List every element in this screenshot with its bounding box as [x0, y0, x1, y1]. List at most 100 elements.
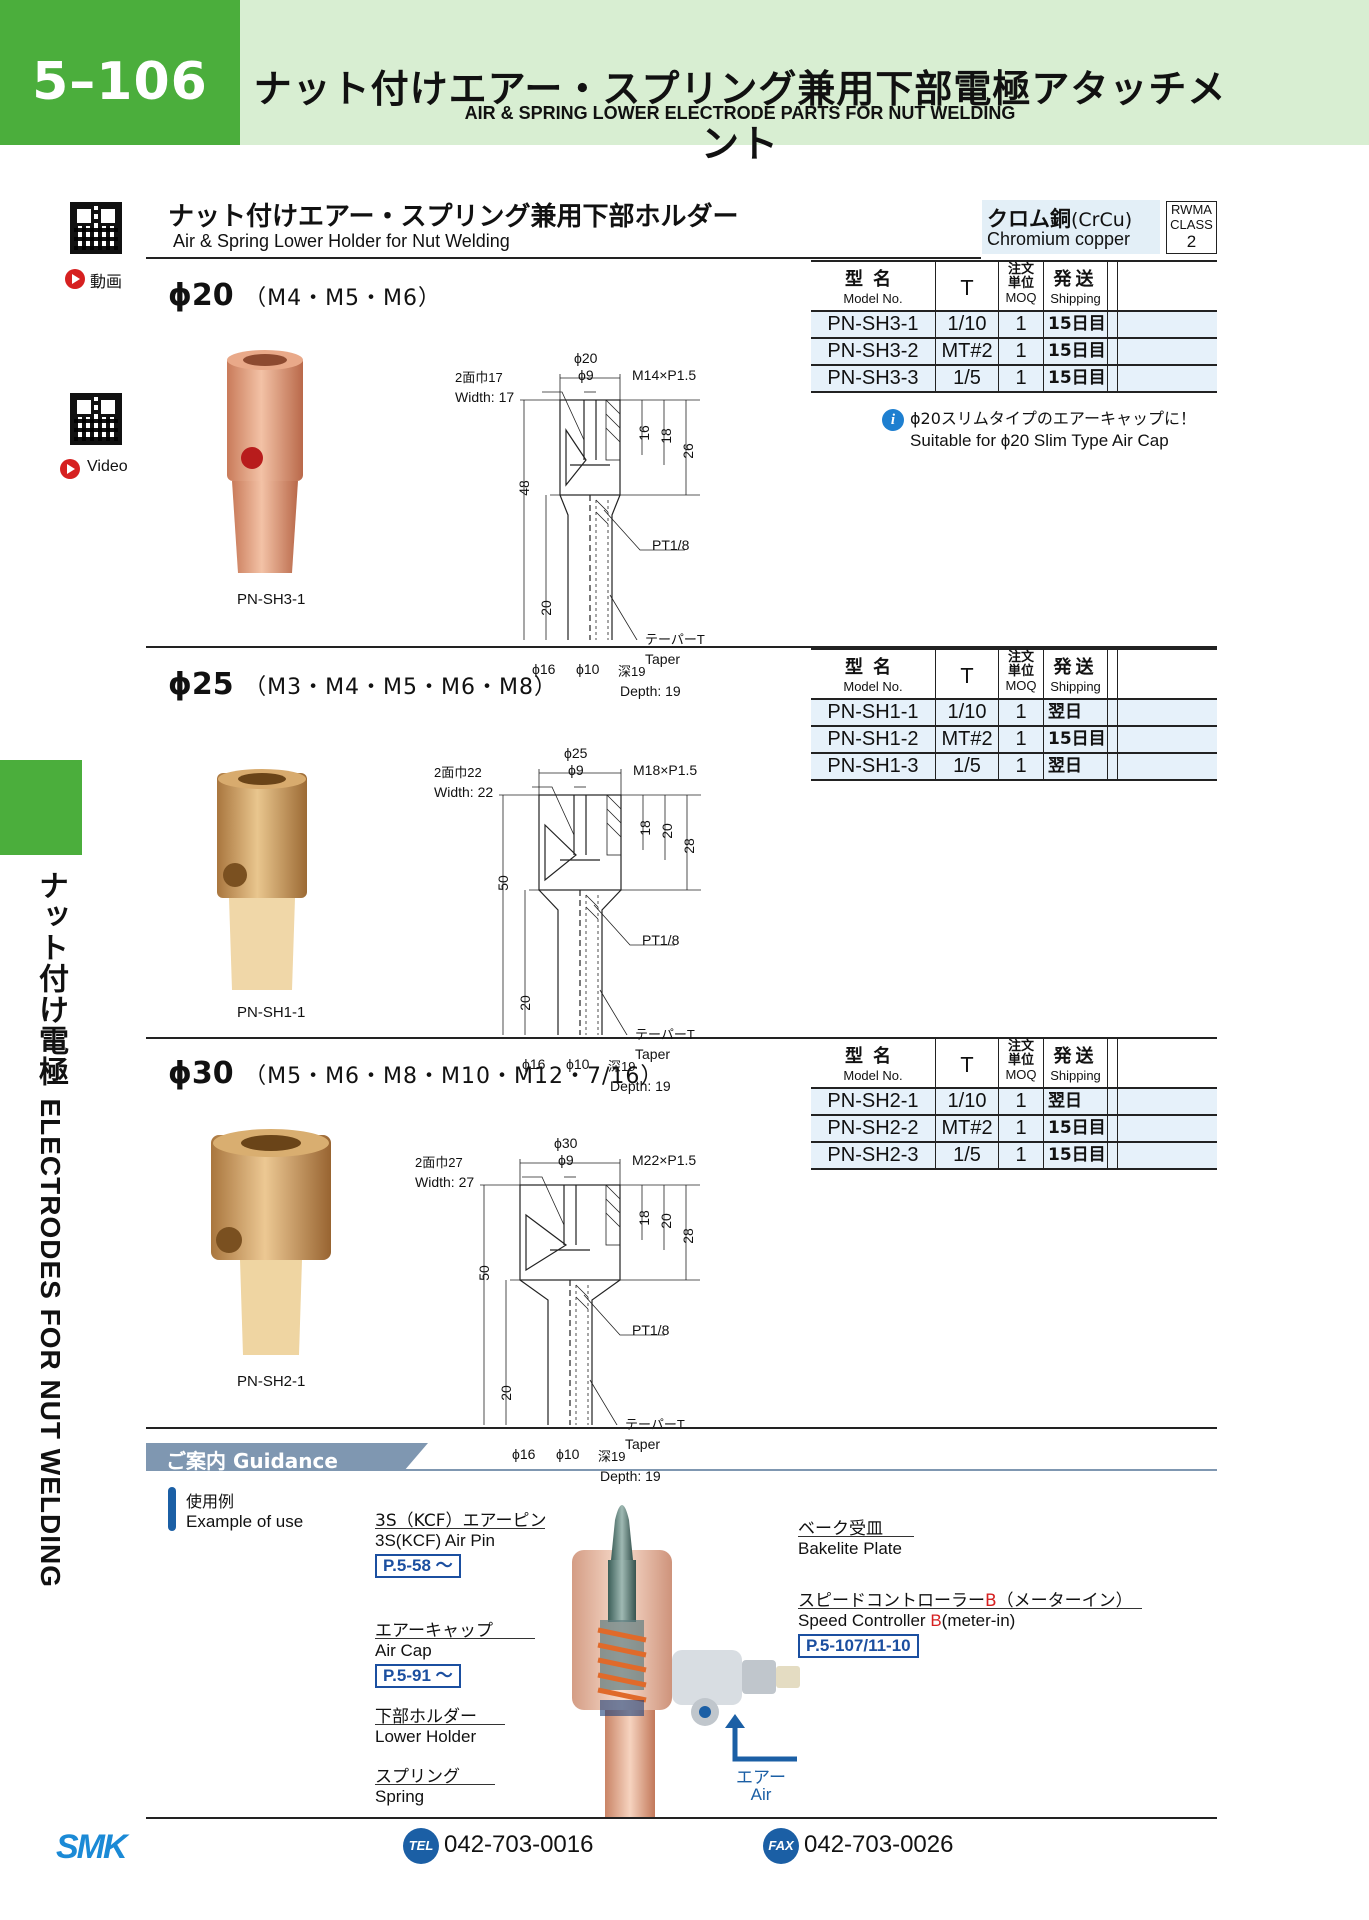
dim-inner-diameter: ϕ9: [568, 762, 584, 778]
taper-label-en: Taper: [625, 1436, 661, 1452]
cell-moq: 1: [999, 700, 1044, 725]
photo-label: PN-SH2-1: [237, 1373, 306, 1390]
qr-code-icon[interactable]: [70, 202, 122, 254]
dim-bore-diameter: ϕ10: [566, 1056, 590, 1072]
dim-pipe-thread: PT1/8: [632, 1322, 670, 1338]
phone-number[interactable]: 042-703-0016: [444, 1831, 594, 1858]
section-subtitle: Air & Spring Lower Holder for Nut Weldin…: [173, 231, 510, 251]
header-band: [240, 0, 1369, 145]
cell-model: PN-SH2-1: [811, 1089, 936, 1114]
fax-number[interactable]: 042-703-0026: [804, 1831, 954, 1858]
cell-t: 1/5: [936, 366, 999, 391]
page-number-block: [0, 0, 240, 145]
air-pin-label-en: 3S(KCF) Air Pin: [375, 1531, 495, 1550]
section-title: ナット付けエアー・スプリング兼用下部ホルダー: [168, 202, 739, 232]
spring-label-jp: スプリング: [375, 1767, 460, 1787]
photo-label: PN-SH3-1: [237, 591, 306, 608]
cell-t: 1/5: [936, 754, 999, 779]
cell-moq: 1: [999, 366, 1044, 391]
video-link-en[interactable]: Video: [87, 458, 128, 475]
divider: [146, 1037, 1217, 1039]
cell-shipping: 15日目: [1044, 366, 1108, 391]
dim-width-en: Width: 22: [434, 784, 494, 800]
page-number: 5–106: [32, 52, 208, 112]
dim-inner-diameter: ϕ9: [558, 1152, 574, 1168]
air-cap-label-jp: エアーキャップ: [375, 1621, 493, 1641]
play-icon[interactable]: [65, 269, 85, 289]
taper-label-en: Taper: [645, 651, 681, 667]
air-cap-label-en: Air Cap: [375, 1641, 432, 1660]
speed-controller-page-link[interactable]: P.5-107/11-10: [798, 1634, 919, 1658]
note-en: Suitable for ϕ20 Slim Type Air Cap: [910, 431, 1169, 450]
divider: [146, 646, 1217, 648]
cell-t: 1/5: [936, 1143, 999, 1168]
side-tab: [0, 760, 82, 855]
technical-drawing: [480, 1159, 700, 1425]
material-jp: クロム銅(CrCu): [987, 207, 1133, 231]
fax-icon: FAX: [763, 1828, 799, 1864]
dim-height-1: 16: [635, 425, 652, 441]
material-box: [982, 200, 1160, 254]
dim-height-3: 26: [679, 443, 696, 459]
cell-shipping: 翌日: [1044, 1089, 1108, 1114]
dim-tip-diameter: ϕ16: [532, 661, 556, 677]
diameter-title: ϕ25 （M3・M4・M5・M6・M8）: [168, 667, 557, 702]
dim-thread: M18×P1.5: [633, 762, 698, 778]
cell-model: PN-SH2-3: [811, 1143, 936, 1168]
cell-model: PN-SH1-1: [811, 700, 936, 725]
video-link-jp[interactable]: 動画: [90, 272, 123, 291]
air-pin-page-link[interactable]: P.5-58 ～: [375, 1554, 461, 1578]
air-cap-page-link[interactable]: P.5-91 ～: [375, 1664, 461, 1688]
cell-shipping: 15日目: [1044, 339, 1108, 364]
dim-lower-height: 20: [537, 600, 554, 616]
cell-shipping: 15日目: [1044, 727, 1108, 752]
usage-marker: [168, 1487, 176, 1531]
cell-shipping: 翌日: [1044, 700, 1108, 725]
dim-thread: M14×P1.5: [632, 367, 697, 383]
cell-t: 1/10: [936, 700, 999, 725]
cell-t: MT#2: [936, 339, 999, 364]
cell-model: PN-SH1-3: [811, 754, 936, 779]
rwma-class-box: RWMA CLASS 2: [1166, 201, 1217, 254]
cell-model: PN-SH2-2: [811, 1116, 936, 1141]
qr-code-icon[interactable]: [70, 393, 122, 445]
dim-thread: M22×P1.5: [632, 1152, 697, 1168]
photo-label: PN-SH1-1: [237, 1004, 306, 1021]
col-t: T: [936, 1039, 999, 1087]
air-label-en: Air: [750, 1785, 772, 1804]
play-icon[interactable]: [60, 459, 80, 479]
cell-t: MT#2: [936, 727, 999, 752]
dim-outer-diameter: ϕ25: [564, 745, 588, 761]
page-subtitle: AIR & SPRING LOWER ELECTRODE PARTS FOR N…: [464, 103, 1016, 123]
col-spacer: [1108, 1039, 1118, 1087]
cell-spacer: [1108, 366, 1118, 391]
phone-icon: TEL: [403, 1828, 439, 1864]
leader-line: [375, 1784, 495, 1785]
lower-holder-label-jp: 下部ホルダー: [375, 1707, 477, 1727]
col-t: T: [936, 650, 999, 698]
cell-moq: 1: [999, 1143, 1044, 1168]
leader-line: [798, 1608, 1142, 1609]
side-label-jp: ナット付け電極: [33, 870, 68, 1087]
dim-width-en: Width: 17: [455, 389, 515, 405]
divider: [146, 257, 981, 259]
cell-spacer: [1108, 1116, 1118, 1141]
cell-t: MT#2: [936, 1116, 999, 1141]
speed-controller-label-jp: スピードコントローラーB（メーターイン）: [798, 1591, 1133, 1611]
dim-outer-diameter: ϕ20: [574, 350, 598, 366]
spring-label-en: Spring: [375, 1787, 425, 1806]
